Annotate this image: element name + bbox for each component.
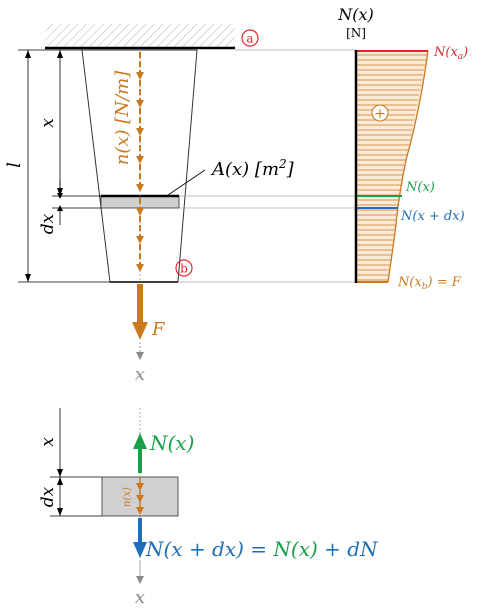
N-x-label: N(x) (405, 180, 435, 195)
dimension-lines (18, 49, 110, 283)
reference-lines (178, 49, 356, 283)
N-xa-label: N(xa) (433, 45, 468, 62)
N-diagram: + (354, 50, 429, 283)
equation: N(x + dx) = N(x) + dN (145, 537, 379, 561)
force-F-label: F (151, 319, 166, 340)
load-label: n(x) [N/m] (112, 70, 133, 165)
element-load-label: n(x) (122, 487, 133, 507)
dimension-arrowheads (25, 50, 63, 282)
bottom-dx-label: dx (38, 486, 58, 507)
svg-text:a: a (246, 32, 253, 46)
N-x-dx-label: N(x + dx) (400, 209, 465, 224)
dim-l-label: l (4, 162, 25, 168)
support (45, 24, 235, 50)
N-xb-label: N(xb) = F (397, 275, 462, 292)
N-up-label: N(x) (149, 431, 194, 455)
bottom-dimension-arrowheads (57, 469, 63, 516)
N-diagram-unit: [N] (346, 26, 366, 40)
bottom-dimension-lines (50, 408, 102, 517)
bottom-x-label: x (38, 437, 58, 447)
N-diagram-title: N(x) (337, 5, 374, 24)
area-label: A(x) [m2] (210, 157, 295, 180)
x-axis-label-bottom: x (135, 587, 145, 608)
x-axis-label-top: x (135, 364, 145, 385)
area-leader (167, 169, 206, 196)
point-b-marker: b (175, 259, 193, 277)
dim-dx-label: dx (38, 213, 58, 234)
point-a-marker: a (241, 29, 259, 47)
dim-x-label: x (38, 118, 58, 128)
svg-text:b: b (180, 262, 188, 276)
svg-text:+: + (374, 106, 386, 122)
